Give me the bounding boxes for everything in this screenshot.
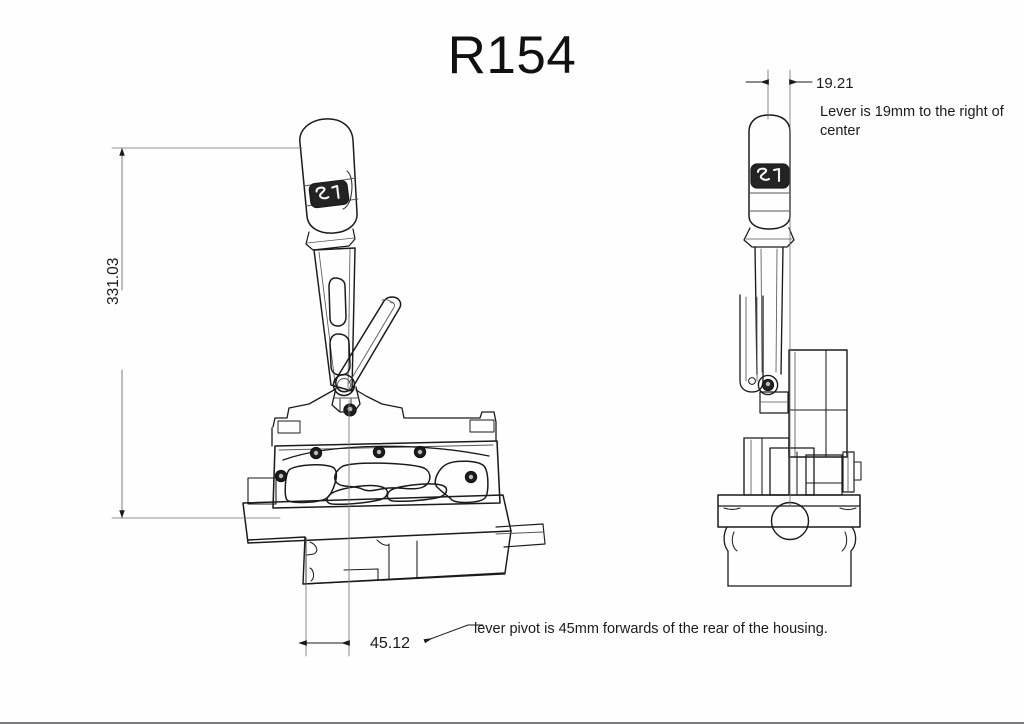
note-lever-pivot: lever pivot is 45mm forwards of the rear… [474,621,828,637]
side-view-base-plate [247,440,501,509]
dimension-label-lever-offset: 19.21 [816,75,854,92]
leader-lever-pivot [423,624,484,644]
front-view-shaft [743,227,795,375]
side-view-lever-link [335,296,402,393]
dimension-label-pivot-from-rear: 45.12 [370,635,411,652]
front-view-base [717,494,861,587]
note-lever-offset: Lever is 19mm to the right of center [820,104,1004,139]
dimension-lever-offset [745,69,813,507]
side-view-cradle [271,389,497,447]
side-view-pivot-housing [331,386,361,417]
side-view-gearbox-housing [242,494,546,585]
dimension-overall-height [111,147,303,519]
dimension-label-overall-height: 331.03 [105,257,122,305]
front-view-bracket [739,294,779,396]
side-view-knob [299,118,359,234]
side-view-lever-arm [313,247,356,397]
front-view-mechanism [743,349,862,496]
side-view-collar [305,228,356,251]
page-title: R154 [447,26,577,85]
